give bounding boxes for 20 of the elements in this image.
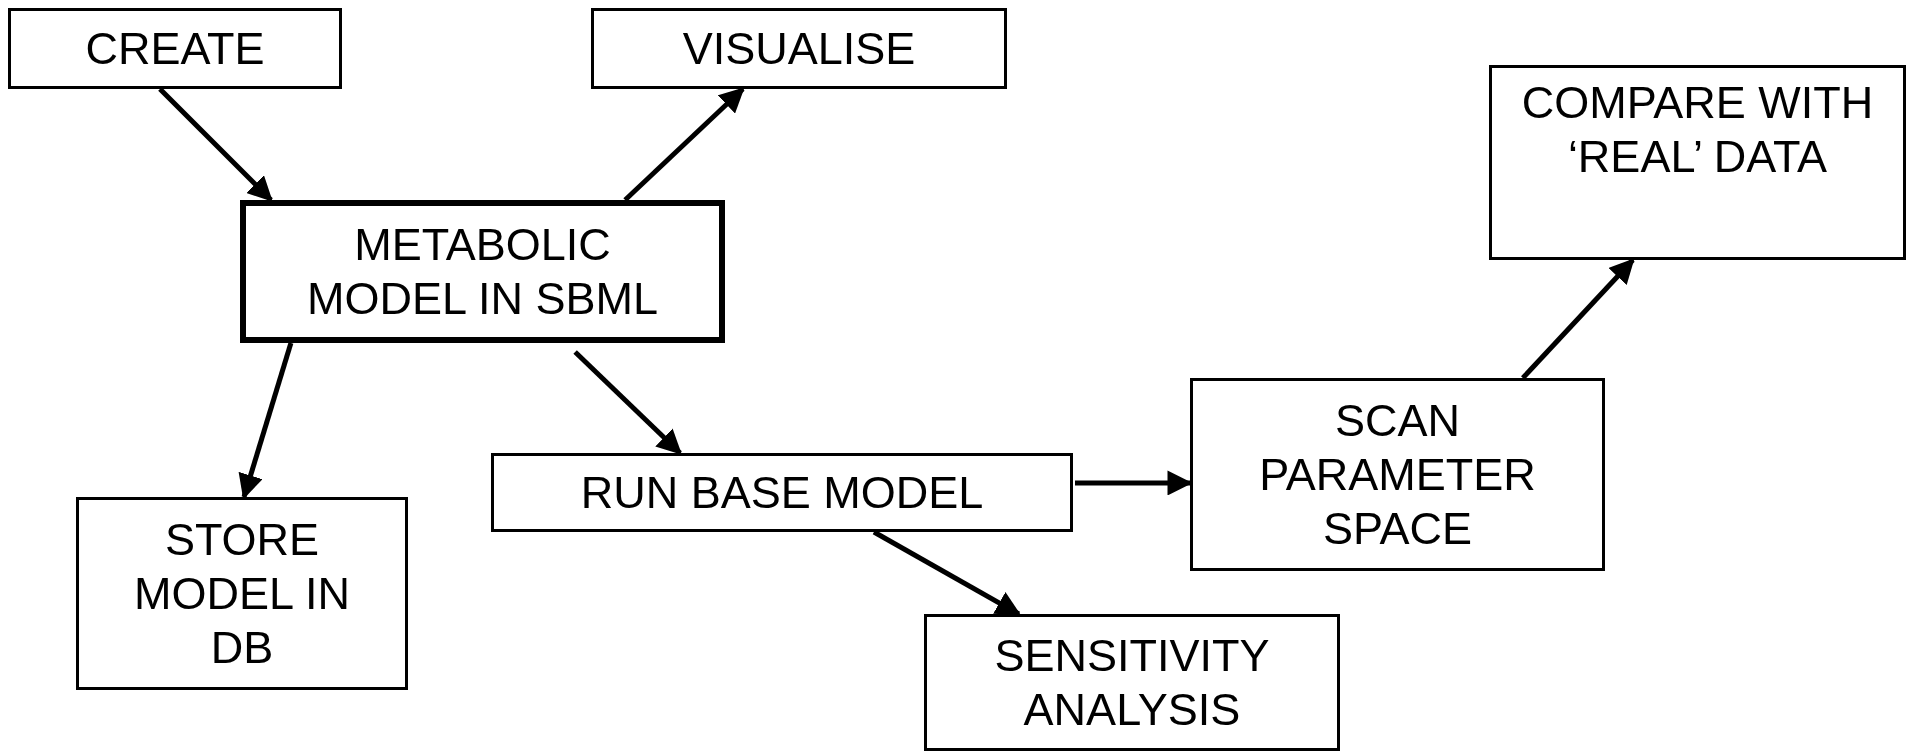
- box-label: VISUALISE: [682, 21, 916, 76]
- process-box: [591, 8, 1007, 89]
- box-label: RUN BASE MODEL: [580, 465, 984, 520]
- box-label: METABOLIC MODEL IN SBML: [306, 217, 659, 326]
- box-label: STORE MODEL IN DB: [133, 512, 351, 675]
- process-box: [8, 8, 342, 89]
- arrow: [573, 350, 682, 455]
- arrow: [623, 87, 745, 202]
- arrow: [1521, 258, 1635, 380]
- process-box: [1489, 65, 1906, 260]
- box-label: SENSITIVITY ANALYSIS: [993, 628, 1271, 737]
- process-box: [76, 497, 408, 690]
- arrow: [158, 87, 273, 202]
- process-box: [240, 200, 725, 343]
- box-label: SCAN PARAMETER SPACE: [1258, 393, 1537, 556]
- process-box: [491, 453, 1073, 532]
- box-label: COMPARE WITH ‘REAL’ DATA: [1520, 76, 1875, 184]
- box-label: CREATE: [85, 21, 265, 76]
- process-box: [924, 614, 1340, 751]
- process-box: [1190, 378, 1605, 571]
